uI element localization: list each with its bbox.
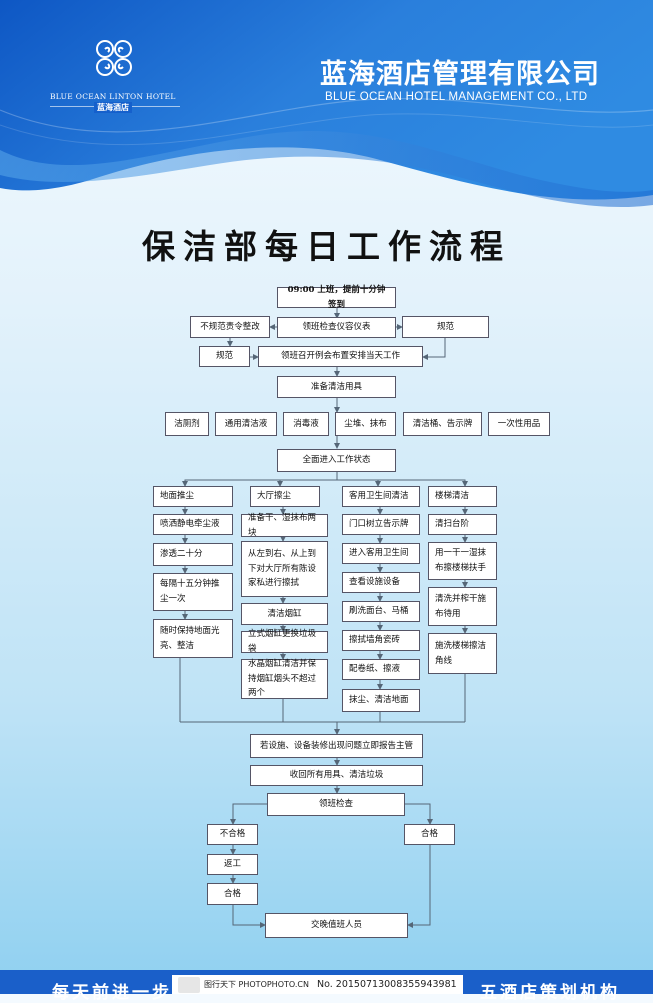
col3-check-facilities: 查看设施设备 [342, 572, 420, 593]
step-standard-left: 规范 [199, 346, 250, 367]
step-pass-right: 合格 [404, 824, 455, 845]
page-title: 保洁部每日工作流程 [142, 227, 511, 266]
col4-stair-cleaning: 楼梯清洁 [428, 486, 497, 507]
tool-disinfectant: 消毒液 [283, 412, 329, 436]
step-fail: 不合格 [207, 824, 258, 845]
step-start-sign-in: 09:00 上班，提前十分钟签到 [277, 285, 396, 310]
col3-guest-restroom: 客用卫生间清洁 [342, 486, 420, 507]
col1-soak-twenty: 渗透二十分 [153, 543, 233, 566]
col3-enter-restroom: 进入客用卫生间 [342, 543, 420, 564]
step-supervisor-inspection: 领班检查 [267, 793, 405, 816]
footer-slogan-right: 五酒店策划机构 [480, 983, 620, 1003]
step-pass-left: 合格 [207, 883, 258, 905]
watermark-bar: 图行天下 PHOTOPHOTO.CN No. 201507130083559439… [172, 975, 463, 994]
step-supervisor-morning-meeting: 领班召开例会布置安排当天工作 [258, 346, 423, 367]
tool-disposables: 一次性用品 [488, 412, 550, 436]
col1-keep-floor-clean: 随时保持地面光亮、整洁 [153, 619, 233, 658]
step-prepare-tools: 准备清洁用具 [277, 376, 396, 398]
header-wave-banner [0, 0, 653, 208]
company-english-name: BLUE OCEAN HOTEL MANAGEMENT CO., LTD [325, 91, 588, 103]
step-collect-tools: 收回所有用具、清洁垃圾 [250, 765, 423, 786]
col2-clean-ashtray: 清洁烟缸 [241, 603, 328, 625]
col3-place-sign: 门口树立告示牌 [342, 514, 420, 535]
step-nonstandard-correct: 不规范责令整改 [190, 316, 270, 338]
col1-dust-every-fifteen: 每隔十五分钟推尘一次 [153, 573, 233, 611]
tool-toilet-cleaner: 洁厕剂 [165, 412, 209, 436]
col3-wipe-wall-tiles: 擦拭墙角瓷砖 [342, 630, 420, 651]
col2-wipe-furniture: 从左到右、从上到下对大厅所有陈设家私进行擦拭 [241, 541, 328, 597]
col2-replace-trash-bag: 立式烟缸更换垃圾袋 [241, 629, 328, 654]
logo-chinese-name: 蓝海酒店 [94, 102, 132, 113]
col2-lobby-dusting: 大厅擦尘 [250, 486, 320, 507]
logo-english-name: BLUE OCEAN LINTON HOTEL [50, 92, 176, 101]
step-supervisor-inspect-appearance: 领班检查仪容仪表 [277, 317, 396, 338]
tool-general-detergent: 通用清洁液 [215, 412, 277, 436]
watermark-logo-icon [178, 976, 200, 993]
watermark-site: 图行天下 PHOTOPHOTO.CN [204, 980, 309, 989]
col4-sweep-steps: 清扫台阶 [428, 514, 497, 535]
col2-prepare-cloths: 准备干、湿抹布两块 [241, 513, 328, 538]
col3-dust-clean-floor: 抹尘、清洁地面 [342, 689, 420, 712]
tool-bucket-sign: 清洁桶、告示牌 [403, 412, 482, 436]
step-rework: 返工 [207, 854, 258, 875]
col4-clean-corner-lines: 施洗楼梯擦洁角线 [428, 633, 497, 674]
col1-floor-dusting: 地面推尘 [153, 486, 233, 507]
col4-wash-cloth: 清洗并榨干施布待用 [428, 587, 497, 626]
col4-wipe-handrail: 用一干一湿抹布擦楼梯扶手 [428, 542, 497, 580]
col2-crystal-ashtray: 水晶烟缸清洁并保持烟缸烟头不超过两个 [241, 659, 328, 699]
step-enter-work-state: 全面进入工作状态 [277, 449, 396, 472]
step-standard-right: 规范 [402, 316, 489, 338]
footer-slogan-left: 每天前进一步 [52, 983, 172, 1003]
col3-restock-paper: 配卷纸、擦液 [342, 659, 420, 680]
watermark-number: No. 20150713008355943981 [316, 979, 457, 990]
company-chinese-name: 蓝海酒店管理有限公司 [320, 59, 600, 90]
step-handover-night-shift: 交晚值班人员 [265, 913, 408, 938]
col3-scrub-sink-toilet: 刷洗面台、马桶 [342, 601, 420, 622]
col1-spray-dust-liquid: 喷洒静电牵尘液 [153, 514, 233, 535]
tool-dust-cloth: 尘堆、抹布 [335, 412, 396, 436]
step-report-issues: 若设施、设备装修出现问题立即报告主管 [250, 734, 423, 758]
hotel-logo-icon [96, 40, 132, 76]
